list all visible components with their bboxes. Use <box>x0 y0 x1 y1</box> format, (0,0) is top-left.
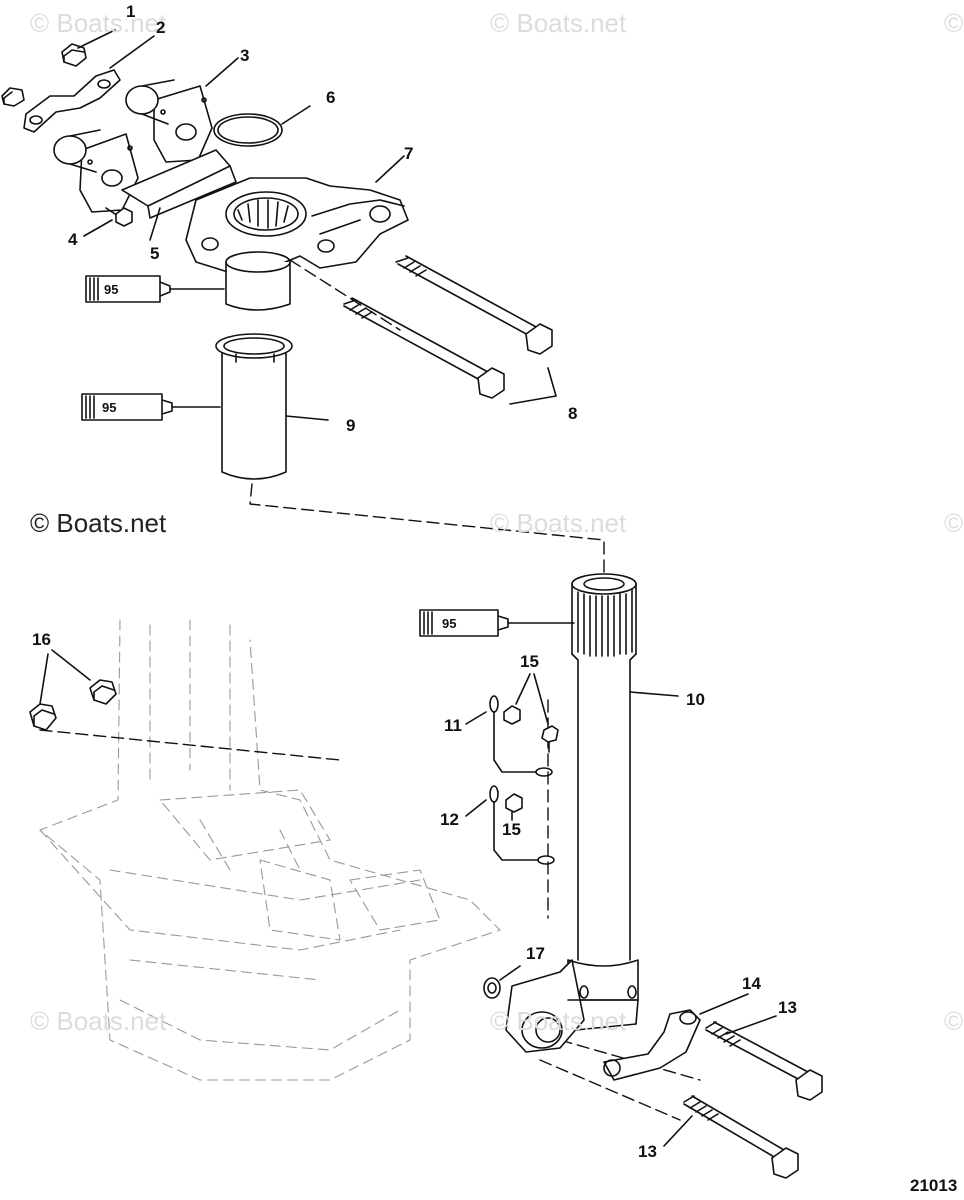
part-12-ground-strap <box>465 785 555 865</box>
part-1-nut <box>61 29 116 67</box>
watermark-bottom-left: © Boats.net <box>30 1006 167 1036</box>
sealant-tube-3 <box>419 609 575 637</box>
watermark-edge-right-bottom: © <box>944 1006 964 1036</box>
callout-15-upper: 15 <box>520 652 539 671</box>
sealant-tube-2 <box>81 393 221 421</box>
part-9-sleeve <box>215 333 329 480</box>
part-4-screw <box>83 207 133 237</box>
callout-17: 17 <box>526 944 545 963</box>
callout-1: 1 <box>126 2 136 21</box>
sealant-tube-1 <box>85 275 225 303</box>
part-2-bracket-plate <box>1 35 155 133</box>
callout-5: 5 <box>150 244 160 263</box>
watermark-edge-right-top: © <box>944 8 964 38</box>
part-8-bolts <box>343 255 557 405</box>
callout-8: 8 <box>568 404 578 423</box>
sealant-tube-3-label: 95 <box>442 616 456 631</box>
callout-7: 7 <box>404 144 414 163</box>
part-16-nuts <box>29 649 117 731</box>
alignment-lines-top <box>249 259 605 581</box>
callout-6: 6 <box>326 88 336 107</box>
part-11-ground-strap <box>465 695 553 777</box>
callout-13-lower: 13 <box>638 1142 657 1161</box>
part-7-steering-arm <box>185 155 409 273</box>
alignment-line-shaft <box>39 699 701 1121</box>
callout-9: 9 <box>346 416 356 435</box>
part-15-screws <box>503 673 559 821</box>
callout-12: 12 <box>440 810 459 829</box>
part-13-bolts <box>663 1015 823 1179</box>
upper-bushing <box>225 251 291 311</box>
callout-3: 3 <box>240 46 250 65</box>
part-6-o-ring <box>213 105 311 147</box>
callout-4: 4 <box>68 230 78 249</box>
callout-14: 14 <box>742 974 761 993</box>
callout-15-lower: 15 <box>502 820 521 839</box>
callout-10: 10 <box>686 690 705 709</box>
callout-11: 11 <box>444 716 462 735</box>
watermark-edge-right-mid: © <box>944 508 964 538</box>
lower-yoke <box>505 959 639 1053</box>
watermark-mid-center: © Boats.net <box>490 508 627 538</box>
part-10-steering-shaft <box>567 573 679 1001</box>
part-17-washer <box>483 965 521 999</box>
watermark-bottom-center: © Boats.net <box>490 1006 627 1036</box>
watermark-top-left: © Boats.net <box>30 8 167 38</box>
part-5-spacer <box>121 149 237 241</box>
watermark-mid-left: © Boats.net <box>30 508 167 538</box>
ghost-driveshaft-housing <box>39 619 501 1081</box>
callout-13-upper: 13 <box>778 998 797 1017</box>
part-14-clamp <box>603 993 749 1081</box>
sealant-tube-2-label: 95 <box>102 400 116 415</box>
figure-number: 21013 <box>910 1176 958 1195</box>
sealant-tube-1-label: 95 <box>104 282 118 297</box>
watermark-top-center: © Boats.net <box>490 8 627 38</box>
callout-2: 2 <box>156 18 166 37</box>
callout-16: 16 <box>32 630 51 649</box>
